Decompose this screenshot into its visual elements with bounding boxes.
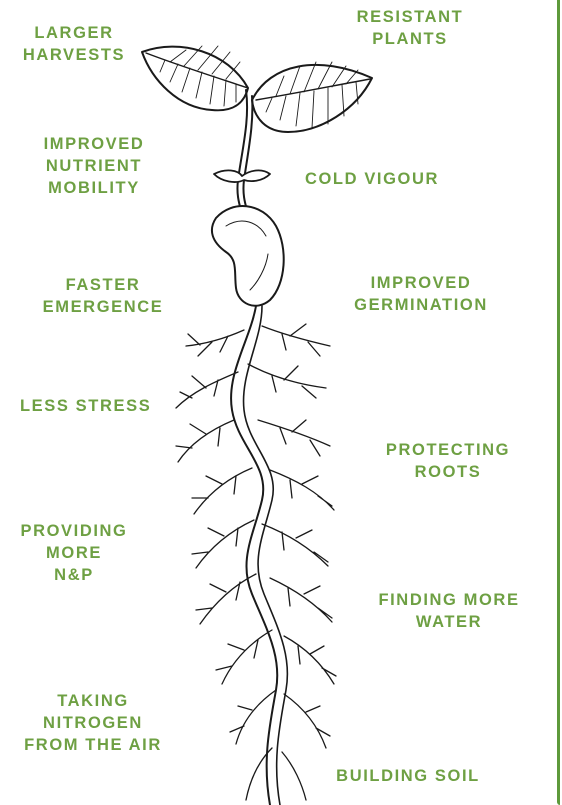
label-improved-germination: IMPROVEDGERMINATION	[348, 272, 494, 316]
label-taking-nitrogen-from-the-air: TAKINGNITROGENFROM THE AIR	[20, 690, 166, 756]
label-less-stress: LESS STRESS	[20, 395, 144, 417]
label-larger-harvests: LARGERHARVESTS	[22, 22, 126, 66]
label-cold-vigour: COLD VIGOUR	[302, 168, 442, 190]
label-protecting-roots: PROTECTINGROOTS	[384, 439, 512, 483]
label-faster-emergence: FASTEREMERGENCE	[40, 274, 166, 318]
label-providing-more-np: PROVIDINGMOREN&P	[16, 520, 132, 586]
right-leaf	[252, 62, 372, 132]
seed	[212, 206, 284, 306]
label-resistant-plants: RESISTANTPLANTS	[352, 6, 468, 50]
taproot	[231, 306, 287, 805]
label-building-soil: BUILDING SOIL	[332, 765, 484, 787]
label-finding-more-water: FINDING MOREWATER	[372, 589, 526, 633]
label-improved-nutrient-mobility: IMPROVEDNUTRIENTMOBILITY	[36, 133, 152, 199]
lateral-roots	[176, 324, 336, 800]
left-leaf	[142, 46, 248, 110]
